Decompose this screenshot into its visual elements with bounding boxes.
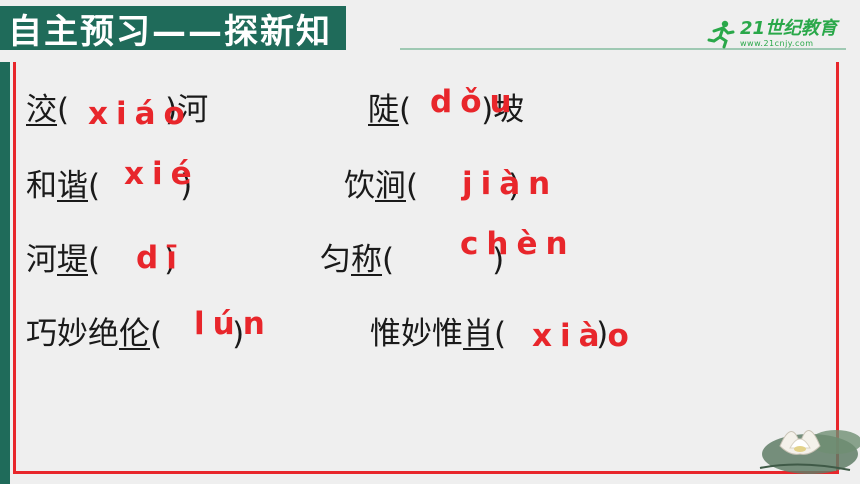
vocab-tail: 河 bbox=[177, 92, 209, 128]
title-block: 自主预习——探新知 bbox=[0, 6, 346, 52]
paren-close: ) bbox=[596, 316, 609, 352]
logo-main-text: 21世纪教育 bbox=[740, 18, 838, 39]
vocab-head: 匀 bbox=[320, 242, 351, 278]
pinyin-7: lún bbox=[194, 306, 273, 342]
vocab-item-1: 洨()河 bbox=[26, 84, 208, 129]
vocab-word: 肖 bbox=[463, 316, 494, 352]
paren-open: ( bbox=[88, 242, 101, 278]
paren-open: ( bbox=[382, 242, 395, 278]
paren-open: ( bbox=[57, 92, 70, 128]
logo: 21世纪教育 www.21cnjy.com bbox=[706, 18, 837, 50]
lotus-decoration-icon bbox=[759, 430, 860, 474]
paren-close: ) bbox=[164, 242, 177, 278]
vocab-word: 洨 bbox=[26, 92, 57, 128]
vocab-word: 堤 bbox=[57, 242, 88, 278]
vocab-item-2: 陡()坡 bbox=[368, 84, 524, 129]
pinyin-6: chèn bbox=[460, 226, 576, 262]
vocab-head: 和 bbox=[26, 168, 57, 204]
runner-logo-icon bbox=[707, 20, 735, 49]
vocab-head: 惟妙惟 bbox=[370, 316, 463, 352]
paren-open: ( bbox=[150, 316, 163, 352]
paren-close: ) bbox=[165, 92, 178, 128]
vocab-item-4: 饮涧() bbox=[344, 160, 520, 205]
vocab-item-8: 惟妙惟肖() bbox=[370, 308, 608, 353]
vocab-head: 饮 bbox=[344, 168, 375, 204]
paren-open: ( bbox=[399, 92, 412, 128]
paren-close: ) bbox=[492, 242, 505, 278]
paren-close: ) bbox=[180, 168, 193, 204]
vocab-head: 巧妙绝 bbox=[26, 316, 119, 352]
vocab-item-5: 河堤() bbox=[26, 234, 176, 279]
paren-open: ( bbox=[88, 168, 101, 204]
title-wrap: 自主预习——探新知 bbox=[0, 6, 346, 52]
pinyin-8: xiào bbox=[532, 318, 637, 354]
vocab-item-6: 匀称() bbox=[320, 234, 504, 279]
left-accent-bar bbox=[0, 40, 10, 484]
page-title: 自主预习——探新知 bbox=[8, 11, 332, 52]
header: 自主预习——探新知 21世纪教育 www.21cnjy.com bbox=[0, 0, 860, 62]
pinyin-4: jiàn bbox=[462, 166, 559, 202]
paren-close: ) bbox=[232, 316, 245, 352]
vocab-word: 涧 bbox=[375, 168, 406, 204]
vocab-head: 河 bbox=[26, 242, 57, 278]
pinyin-3: xié bbox=[124, 156, 200, 192]
paren-close: ) bbox=[508, 168, 521, 204]
vocab-word: 谐 bbox=[57, 168, 88, 204]
pinyin-1: xiáo bbox=[88, 96, 193, 132]
paren-close: ) bbox=[481, 92, 494, 128]
paren-open: ( bbox=[406, 168, 419, 204]
pinyin-5: dī bbox=[136, 240, 185, 276]
vocab-word: 伦 bbox=[119, 316, 150, 352]
logo-sub-text: www.21cnjy.com bbox=[740, 39, 814, 48]
vocab-item-7: 巧妙绝伦() bbox=[26, 308, 244, 353]
paren-open: ( bbox=[494, 316, 507, 352]
logo-text: 21世纪教育 www.21cnjy.com bbox=[740, 20, 837, 48]
vocab-word: 称 bbox=[351, 242, 382, 278]
pinyin-2: dǒu bbox=[430, 84, 520, 120]
logo-rule bbox=[400, 48, 846, 50]
vocab-tail: 坡 bbox=[493, 92, 525, 128]
vocab-word: 陡 bbox=[368, 92, 399, 128]
vocab-item-3: 和谐() bbox=[26, 160, 192, 205]
